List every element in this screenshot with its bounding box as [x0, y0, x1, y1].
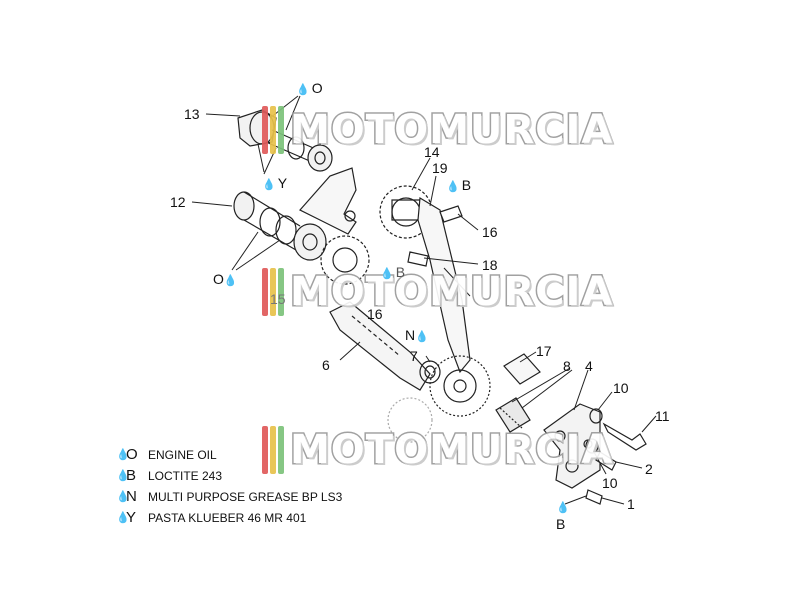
- lubricant-marker-b-mid: 💧B: [380, 264, 405, 282]
- lubricant-marker-y: 💧Y: [262, 175, 287, 193]
- callout-6: 6: [322, 357, 330, 373]
- watermark-text: MOTOMURCIA: [288, 106, 614, 155]
- watermark-logo-icon: [262, 426, 284, 474]
- lubricant-code: O: [311, 80, 323, 96]
- watermark-text: MOTOMURCIA: [288, 426, 614, 475]
- legend-text: PASTA KLUEBER 46 MR 401: [148, 510, 307, 525]
- watermark-middle: MOTOMURCIA: [262, 262, 614, 322]
- legend-row: 💧 B LOCTITE 243: [116, 465, 342, 486]
- legend-code: O: [126, 446, 138, 463]
- legend-text: LOCTITE 243: [148, 468, 223, 483]
- callout-15: 15: [270, 291, 286, 307]
- callout-12: 12: [170, 194, 186, 210]
- drop-icon: 💧: [556, 502, 570, 514]
- lubricant-code: B: [395, 264, 406, 280]
- lubricant-legend: 💧 O ENGINE OIL 💧 B LOCTITE 243 💧 N MULTI…: [116, 444, 342, 528]
- lubricant-marker-n: N💧: [405, 327, 431, 345]
- watermark-top: MOTOMURCIA: [262, 100, 614, 160]
- lubricant-code: Y: [277, 175, 288, 191]
- watermark-text: MOTOMURCIA: [288, 268, 614, 317]
- drop-icon: 💧: [446, 181, 460, 193]
- callout-18: 18: [482, 257, 498, 273]
- legend-code: N: [126, 488, 137, 505]
- lubricant-code: B: [461, 177, 472, 193]
- lubricant-code: B: [556, 516, 566, 532]
- drop-icon: 💧: [415, 331, 429, 343]
- legend-row: 💧 O ENGINE OIL: [116, 444, 342, 465]
- legend-text: ENGINE OIL: [148, 447, 217, 462]
- drop-icon: 💧: [296, 84, 310, 96]
- drop-icon: 💧: [380, 268, 394, 280]
- callout-17: 17: [536, 343, 552, 359]
- lubricant-code: N: [405, 327, 416, 343]
- watermark-logo-icon: [262, 268, 284, 316]
- callout-16-upper: 16: [482, 224, 498, 240]
- legend-code: Y: [126, 509, 137, 526]
- watermark-logo-icon: [262, 106, 284, 154]
- lubricant-marker-b-top: 💧B: [446, 177, 471, 195]
- leader-lines: [191, 95, 657, 505]
- callout-19: 19: [432, 160, 448, 176]
- drop-icon: 💧: [262, 179, 276, 191]
- watermark-bottom: MOTOMURCIA: [262, 420, 614, 480]
- callout-2: 2: [645, 461, 653, 477]
- callout-7: 7: [410, 348, 418, 364]
- callout-8: 8: [563, 358, 571, 374]
- callout-4: 4: [585, 358, 593, 374]
- callout-1: 1: [627, 496, 635, 512]
- legend-text: MULTI PURPOSE GREASE BP LS3: [148, 489, 343, 504]
- callout-13: 13: [184, 106, 200, 122]
- callout-16-lower: 16: [367, 306, 383, 322]
- lubricant-marker-b-bottom: 💧B: [556, 498, 572, 532]
- drop-icon: 💧: [116, 512, 130, 524]
- legend-code: B: [126, 467, 137, 484]
- callout-11: 11: [655, 408, 670, 424]
- camshaft-12-drawing: [233, 191, 327, 261]
- callout-14: 14: [424, 144, 440, 160]
- legend-row: 💧 Y PASTA KLUEBER 46 MR 401: [116, 507, 342, 528]
- legend-row: 💧 N MULTI PURPOSE GREASE BP LS3: [116, 486, 342, 507]
- drop-icon: 💧: [116, 491, 130, 503]
- drop-icon: 💧: [116, 449, 130, 461]
- drop-icon: 💧: [116, 470, 130, 482]
- lubricant-marker-o-left: O💧: [213, 271, 240, 289]
- drop-icon: 💧: [223, 275, 238, 287]
- callout-10-lower: 10: [602, 475, 618, 491]
- lubricant-code: O: [213, 271, 224, 287]
- lubricant-marker-o-top: 💧O: [296, 80, 323, 98]
- callout-10-upper: 10: [613, 380, 629, 396]
